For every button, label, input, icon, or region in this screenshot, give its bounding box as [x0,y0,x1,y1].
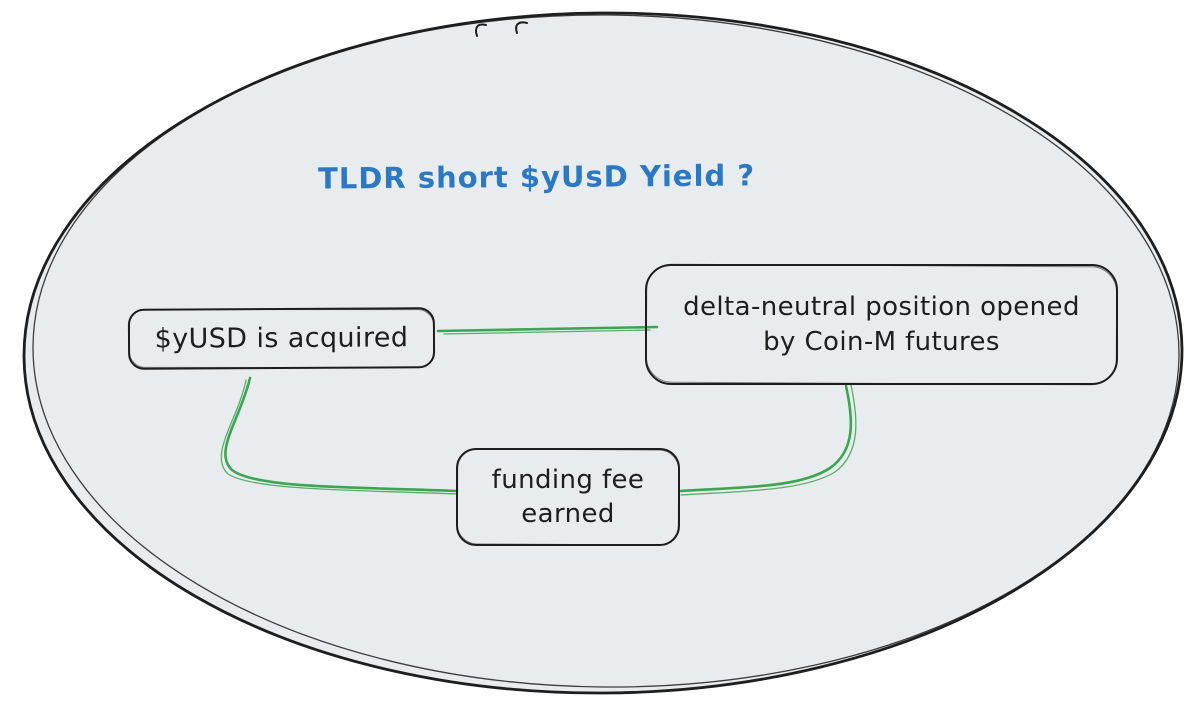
node-label-line2: earned [521,499,615,529]
connector-acquired-to-funding-fee [220,376,459,495]
ellipse-outline [22,11,1184,695]
node-label-line1: funding fee [491,464,645,495]
connector-delta-neutral-to-funding-fee [679,384,857,496]
node-label-line1: delta-neutral position opened [683,292,1080,323]
node-delta-neutral-position: delta-neutral position opened by Coin-M … [645,264,1118,385]
sketch-stroke [515,21,528,34]
connector-acquired-to-delta-neutral [436,325,659,335]
node-label: $yUSD is acquired [154,322,409,355]
node-label-line2: by Coin-M futures [763,326,1000,357]
node-funding-fee-earned: funding fee earned [456,448,680,546]
sketch-stroke [475,23,487,37]
node-yusd-acquired: $yUSD is acquired [127,307,436,370]
diagram-title: TLDR short $yUsD Yield ? [317,158,756,196]
